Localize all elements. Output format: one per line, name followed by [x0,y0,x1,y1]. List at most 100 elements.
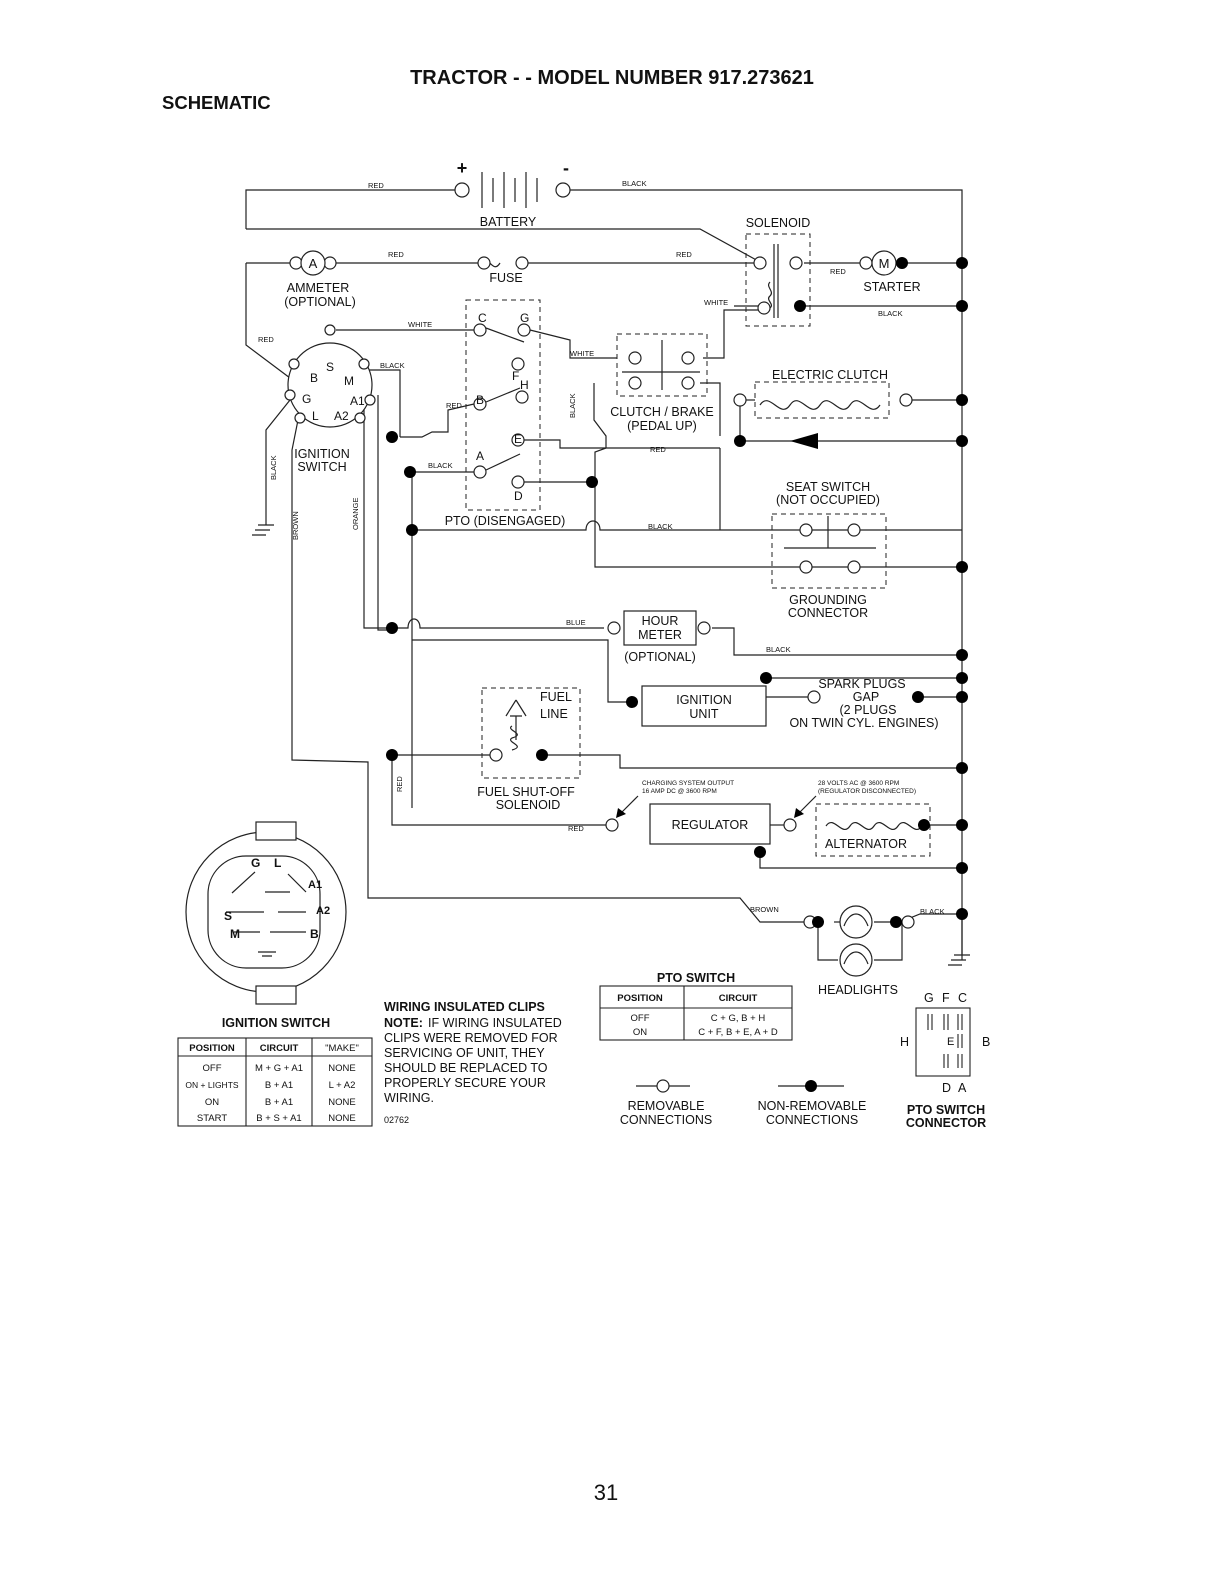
electric-clutch: ELECTRIC CLUTCH [733,368,913,449]
hour-meter-sublabel: (OPTIONAL) [624,650,696,664]
ign-row-0-circuit: M + G + A1 [255,1063,303,1074]
ign-terminal-s: S [326,360,334,374]
wire-label-black-ground: BLACK [269,455,278,480]
wire-label-red-fuel: RED [395,776,404,792]
seat-switch: SEAT SWITCH (NOT OCCUPIED) GROUNDING CON… [771,480,887,620]
ignition-th-make: "MAKE" [325,1043,359,1054]
ignition-th-circuit: CIRCUIT [260,1043,299,1054]
spark-plugs-line3: (2 PLUGS [840,703,897,717]
pto-terminal-b: B [476,393,484,407]
wire-label-black-hour: BLACK [766,645,791,654]
pto-conn-c: C [958,991,967,1005]
ignition-unit-line1: IGNITION [676,693,732,707]
pto-conn-d: D [942,1081,951,1095]
wire-label-blue: BLUE [566,618,586,627]
ign-row-2-position: ON [205,1097,219,1108]
pto-connector-line2: CONNECTOR [906,1116,986,1130]
wire-label-black-ignition: BLACK [380,361,405,370]
pto-conn-a: A [958,1081,967,1095]
detail-terminal-l: L [274,856,281,870]
battery-plus: + [457,158,468,178]
fuel-solenoid: FUEL LINE FUEL SHUT-OFF SOLENOID [477,687,581,812]
battery-label: BATTERY [480,215,537,229]
pto-row-0-circuit: C + G, B + H [711,1013,766,1024]
ign-terminal-l: L [312,409,319,423]
pto-terminal-d: D [514,489,523,503]
wire-label-red-regulator: RED [568,824,584,833]
regulator-label: REGULATOR [672,818,749,832]
clips-note-line2: CLIPS WERE REMOVED FOR [384,1031,558,1045]
ammeter-label: AMMETER [287,281,350,295]
alternator-note-line1: 28 VOLTS AC @ 3600 RPM [818,780,899,787]
ammeter: A AMMETER (OPTIONAL) [284,250,356,309]
ign-row-1-circuit: B + A1 [265,1080,293,1091]
pto-connector: G F C H E B D A PTO SWITCH CONNECTOR [900,991,990,1130]
charging-note-line2: 16 AMP DC @ 3600 RPM [642,788,717,795]
ign-row-2-circuit: B + A1 [265,1097,293,1108]
wire-labels: RED BLACK RED RED RED BLACK WHITE WHITE … [258,179,945,916]
ignition-switch-detail: G L A1 S A2 M B [185,821,347,1005]
wire-label-red-clutch: RED [650,445,666,454]
detail-terminal-a2: A2 [316,905,330,917]
ign-row-2-make: NONE [328,1097,355,1108]
wire-label-black-top: BLACK [622,179,647,188]
pto-th-position: POSITION [617,993,663,1004]
pto-terminal-c: C [478,311,487,325]
detail-terminal-m: M [230,927,240,941]
starter-symbol: M [879,256,890,271]
pto-terminal-a: A [476,449,484,463]
fuse: FUSE [477,256,529,285]
starter-label: STARTER [863,280,920,294]
wire-label-brown-headlight: BROWN [750,905,779,914]
alternator-note-line2: (REGULATOR DISCONNECTED) [818,788,916,795]
fuel-line-1: FUEL [540,690,572,704]
fuel-solenoid-line2: SOLENOID [496,798,561,812]
wire-label-white-clutch: WHITE [570,349,594,358]
ammeter-sublabel: (OPTIONAL) [284,295,356,309]
headlights: HEADLIGHTS [803,905,915,997]
junction-dots [386,257,968,928]
pto-switch: C G F H B E A D PTO (DISENGAGED) [445,299,565,528]
legend-removable-line2: CONNECTIONS [620,1113,712,1127]
ignition-th-position: POSITION [189,1043,235,1054]
pto-conn-g: G [924,991,934,1005]
pto-th-circuit: CIRCUIT [719,993,758,1004]
ignition-switch-label-1: IGNITION [294,447,350,461]
ignition-table: IGNITION SWITCH POSITION CIRCUIT "MAKE" … [177,1016,373,1127]
pto-conn-e: E [947,1036,954,1048]
pto-row-0-position: OFF [631,1013,650,1024]
nonremovable-symbol [805,1080,817,1092]
detail-terminal-s: S [224,909,232,923]
ign-row-0-make: NONE [328,1063,355,1074]
ignition-switch-label-2: SWITCH [297,460,346,474]
ign-terminal-a2: A2 [334,409,349,423]
spark-plugs-line2: GAP [853,690,879,704]
hour-meter-line2: METER [638,628,682,642]
detail-terminal-a1: A1 [308,879,322,891]
clips-note-line6: WIRING. [384,1091,434,1105]
page-title: TRACTOR - - MODEL NUMBER 917.273621 [410,67,814,89]
wire-label-white-solenoid: WHITE [704,298,728,307]
legend-removable-line1: REMOVABLE [628,1099,705,1113]
clutch-brake-label: CLUTCH / BRAKE [610,405,714,419]
clips-note-title: WIRING INSULATED CLIPS [384,1000,545,1014]
wire-label-red-ammeter: RED [388,250,404,259]
ign-row-1-make: L + A2 [329,1080,356,1091]
page-number: 31 [594,1480,618,1505]
wire-label-black-clutch: BLACK [568,393,577,418]
starter: M STARTER [859,250,921,294]
seat-switch-sublabel: (NOT OCCUPIED) [776,493,880,507]
spark-plugs: SPARK PLUGS GAP (2 PLUGS ON TWIN CYL. EN… [789,677,938,730]
pto-terminal-f: F [512,369,519,383]
grounding-sublabel: CONNECTOR [788,606,868,620]
battery-minus: - [563,158,569,178]
ignition-unit: IGNITION UNIT [641,685,767,727]
wire-label-white-ignition: WHITE [408,320,432,329]
legend-nonremovable-line1: NON-REMOVABLE [758,1099,867,1113]
pto-conn-h: H [900,1035,909,1049]
ign-terminal-m: M [344,374,354,388]
wires [245,189,970,966]
solenoid-label: SOLENOID [746,216,811,230]
ign-terminal-a1: A1 [350,394,365,408]
